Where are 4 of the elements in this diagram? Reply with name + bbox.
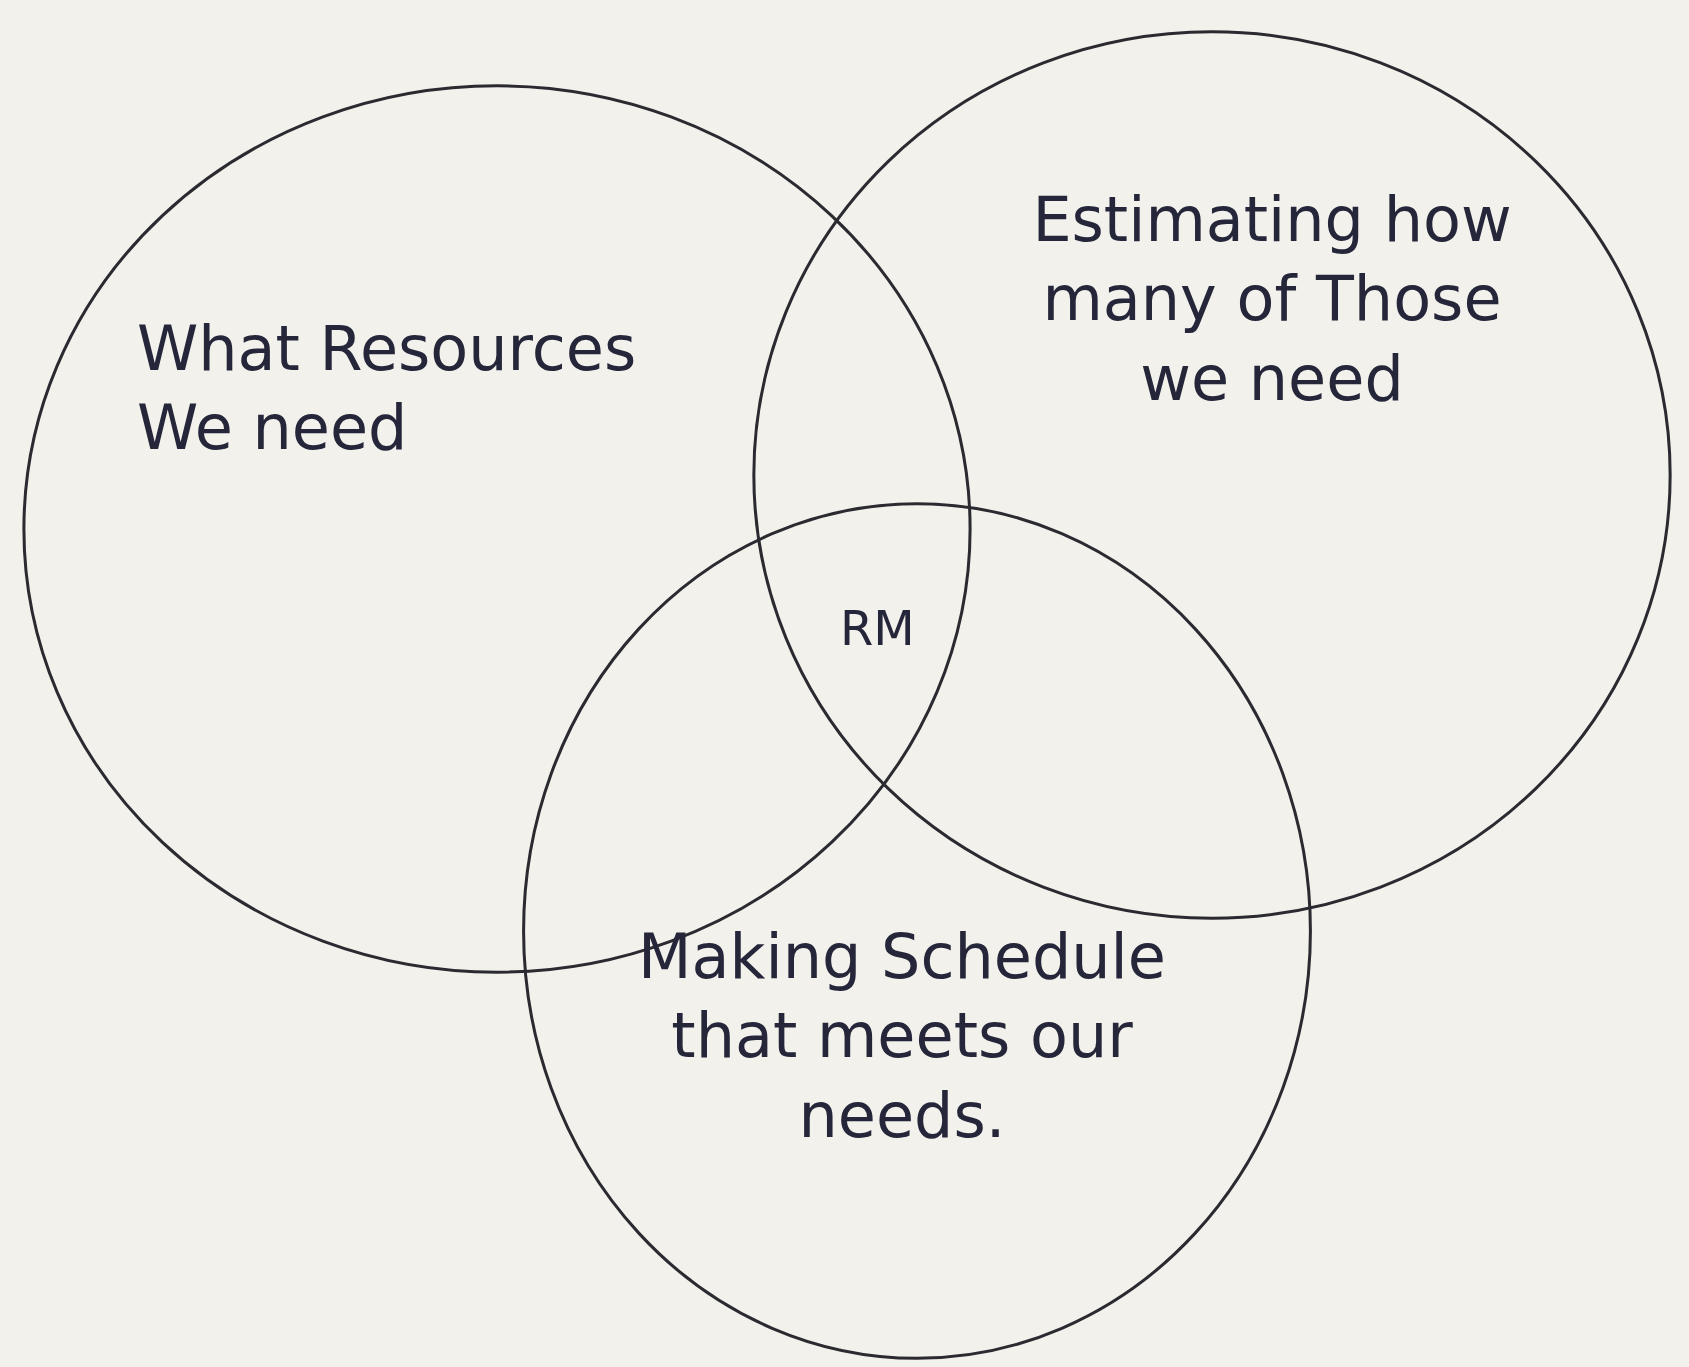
circle-label: Estimating how many of Those we need — [1031, 182, 1513, 417]
circle-label: What Resources We need — [137, 311, 638, 467]
intersection-label: RM — [840, 600, 915, 656]
circle-label: Making Schedule that meets our needs. — [637, 919, 1167, 1154]
